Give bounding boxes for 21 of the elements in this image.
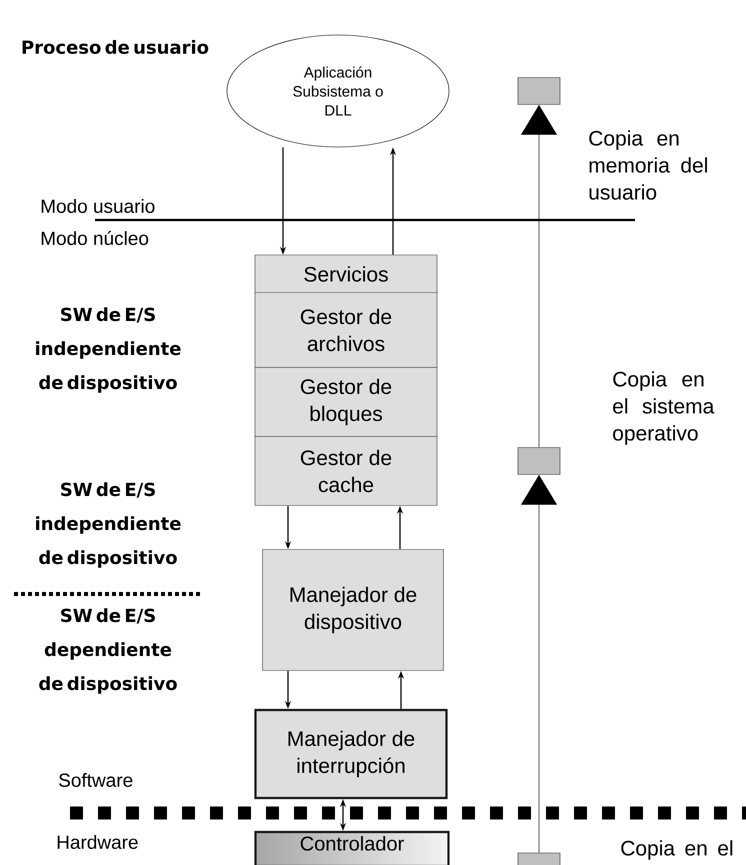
section-label: Proceso de usuario — [22, 40, 208, 54]
mode-label: Software — [59, 773, 132, 787]
section-label: SW de E/S dependiente de dispositivo — [39, 608, 177, 694]
layer-box: Manejador de interrupción — [254, 708, 448, 800]
copy-caption: Copia en el sistema operativo — [613, 371, 714, 445]
section-label: SW de E/S independiente de dispositivo — [36, 482, 181, 568]
layer-box: Servicios — [254, 254, 438, 294]
copy-caption: Copia en el — [621, 840, 732, 860]
copy-square — [518, 77, 560, 105]
copy-square — [518, 447, 560, 475]
layer-box: Manejador de dispositivo — [262, 549, 444, 671]
copy-square — [518, 852, 560, 865]
controller-box: Controlador — [254, 830, 450, 865]
layer-box: Gestor de bloques — [254, 367, 438, 437]
layer-box: Gestor de cache — [254, 436, 438, 506]
section-label: SW de E/S independiente de dispositivo — [36, 307, 181, 393]
mode-label: Modo núcleo — [42, 230, 148, 246]
mode-label: Hardware — [58, 835, 138, 849]
copy-caption: Copia en memoria del usuario — [589, 130, 707, 200]
mode-label: Modo usuario — [42, 199, 154, 213]
layer-box: Gestor de archivos — [254, 292, 438, 368]
